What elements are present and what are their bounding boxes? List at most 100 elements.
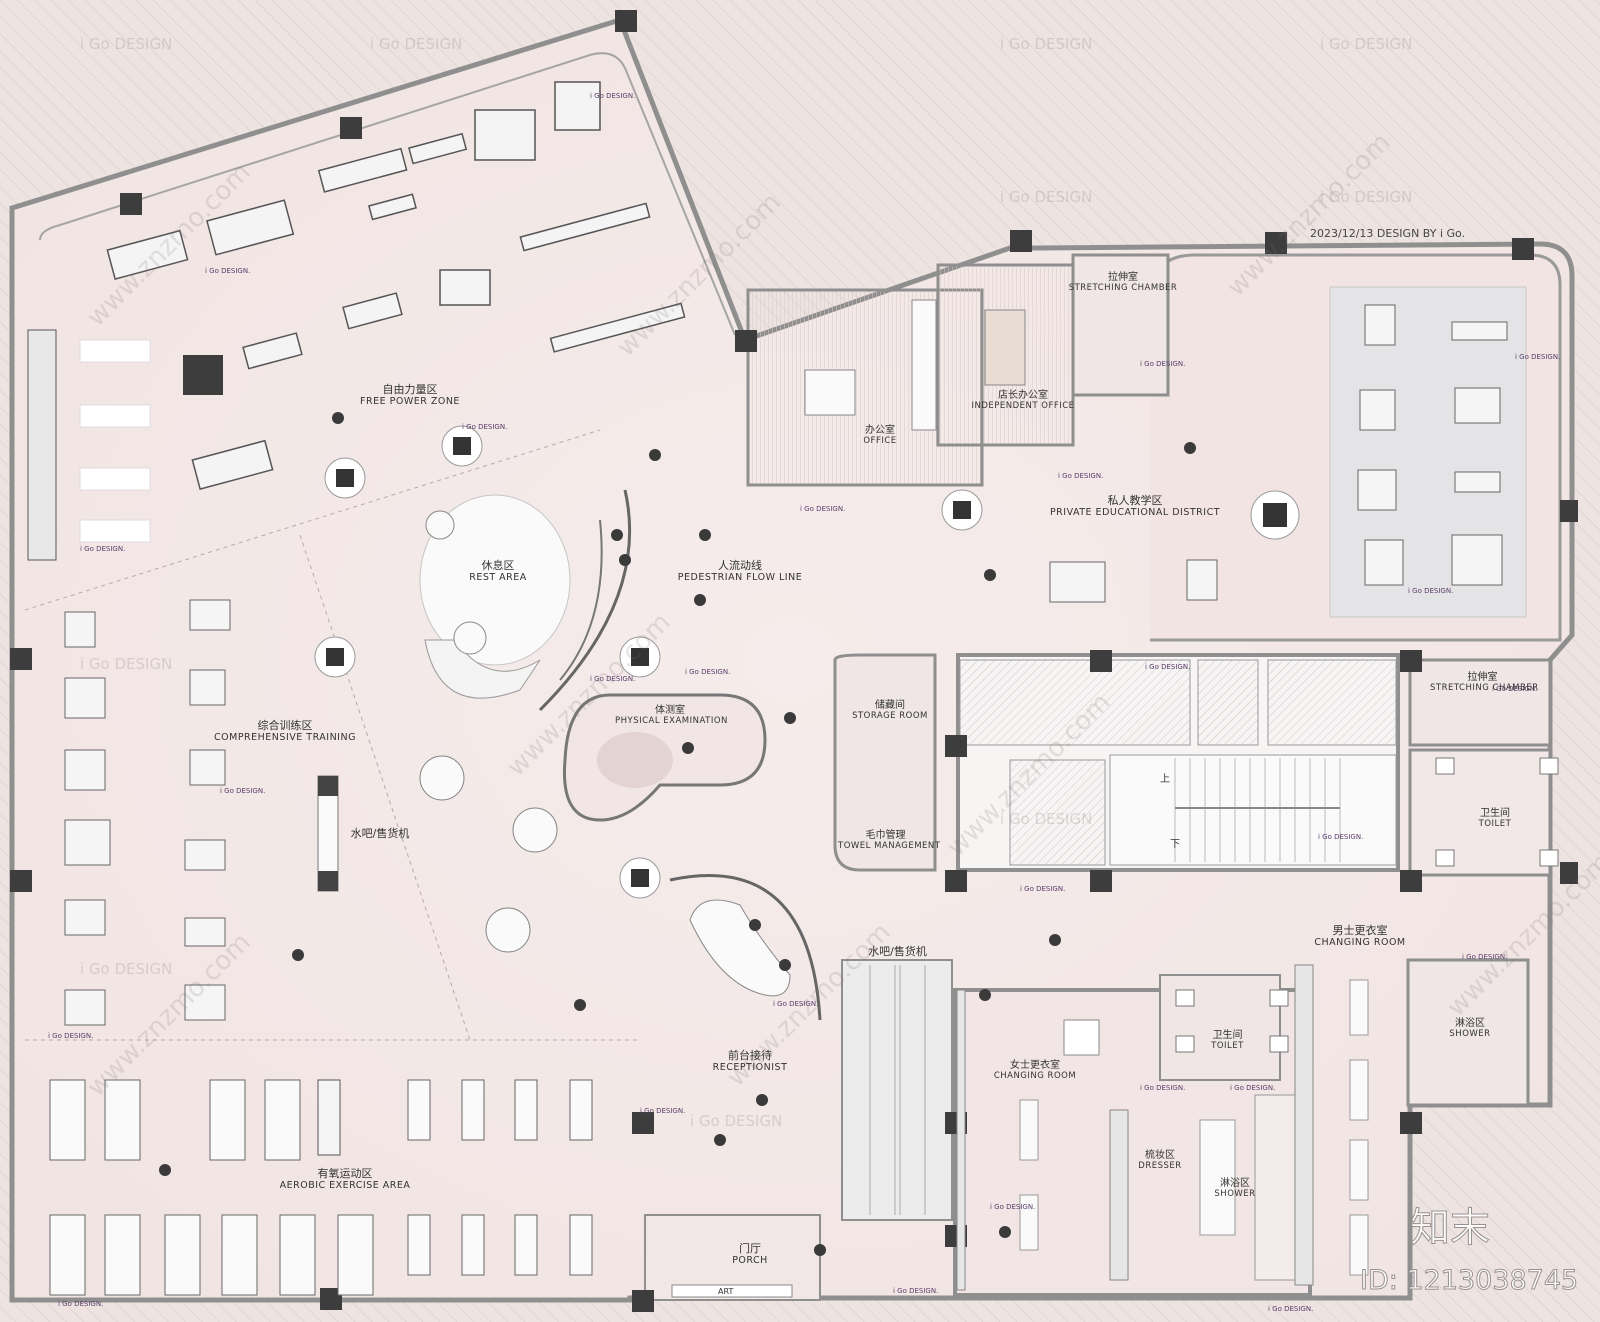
zone-dividers bbox=[24, 429, 640, 1041]
lockers bbox=[956, 964, 1314, 1291]
stair-down-label: 下 bbox=[1170, 839, 1180, 850]
hall-inner-wall bbox=[39, 52, 736, 336]
watermark: i Go DESIGN bbox=[80, 960, 173, 978]
design-tag: i Go DESIGN. bbox=[590, 92, 636, 100]
design-tag: i Go DESIGN. bbox=[773, 1000, 819, 1008]
design-tag: i Go DESIGN. bbox=[685, 668, 731, 676]
design-tag: i Go DESIGN. bbox=[1318, 833, 1364, 841]
flow-curve-wall bbox=[538, 489, 632, 712]
rest-area-sofa bbox=[424, 639, 541, 699]
wall-rack bbox=[27, 329, 57, 561]
shaft-3 bbox=[1267, 659, 1397, 746]
water-bar-left-dark-1 bbox=[318, 776, 338, 796]
round-columns bbox=[314, 425, 1300, 899]
water-bar-left-dark-2 bbox=[318, 871, 338, 891]
design-tag: i Go DESIGN. bbox=[990, 1203, 1036, 1211]
shaft-2 bbox=[1197, 659, 1259, 746]
toilet-fixtures bbox=[1175, 757, 1559, 1053]
id-text: ID: 1213038745 bbox=[1359, 1265, 1579, 1297]
stair-treads bbox=[1174, 758, 1341, 862]
rest-area-rug bbox=[419, 494, 571, 666]
design-tag: i Go DESIGN. bbox=[1145, 663, 1191, 671]
storage-shelf bbox=[1063, 1019, 1100, 1056]
private-equipment bbox=[1049, 304, 1508, 603]
free-weight-racks bbox=[106, 81, 686, 490]
structural-columns bbox=[10, 10, 1578, 1312]
shaft-1 bbox=[959, 659, 1191, 746]
design-tag: i Go DESIGN. bbox=[58, 1300, 104, 1308]
design-tag: i Go DESIGN. bbox=[1408, 587, 1454, 595]
design-tag: i Go DESIGN. bbox=[48, 1032, 94, 1040]
design-tag: i Go DESIGN. bbox=[205, 267, 251, 275]
escalator bbox=[841, 959, 953, 1221]
watermark: i Go DESIGN bbox=[1320, 35, 1413, 53]
design-tag: i Go DESIGN. bbox=[1230, 1084, 1276, 1092]
design-tag: i Go DESIGN. bbox=[1268, 1305, 1314, 1313]
flow-curve-wall-2 bbox=[559, 519, 603, 681]
watermark: i Go DESIGN bbox=[370, 35, 463, 53]
aerobic-cabinet bbox=[317, 1079, 341, 1156]
reception-desk bbox=[689, 899, 791, 997]
watermark: i Go DESIGN bbox=[690, 1112, 783, 1130]
design-tag: i Go DESIGN. bbox=[640, 1107, 686, 1115]
men-shower bbox=[1406, 958, 1530, 1107]
mats bbox=[79, 339, 151, 543]
design-tag: i Go DESIGN. bbox=[1462, 953, 1508, 961]
art-label: ART bbox=[718, 1287, 734, 1296]
watermark: i Go DESIGN bbox=[80, 35, 173, 53]
design-tag: i Go DESIGN. bbox=[1492, 685, 1538, 693]
men-toilet bbox=[1408, 748, 1552, 877]
bikes bbox=[407, 1079, 593, 1276]
watermark: i Go DESIGN bbox=[80, 655, 173, 673]
label-water-bar-left: 水吧/售货机 bbox=[350, 827, 410, 840]
office-desks bbox=[804, 299, 1026, 431]
women-shower bbox=[1254, 1094, 1301, 1281]
design-tag: i Go DESIGN. bbox=[1058, 472, 1104, 480]
dresser-counter bbox=[1199, 1119, 1236, 1236]
design-tag: i Go DESIGN. bbox=[893, 1287, 939, 1295]
design-tag: i Go DESIGN. bbox=[1140, 1084, 1186, 1092]
watermark: i Go DESIGN bbox=[1000, 810, 1093, 828]
design-tag: i Go DESIGN. bbox=[1515, 353, 1561, 361]
stretch-room-2 bbox=[1408, 658, 1552, 747]
watermark: i Go DESIGN bbox=[1000, 35, 1093, 53]
stair-up-label: 上 bbox=[1160, 774, 1170, 785]
watermark: i Go DESIGN bbox=[1320, 188, 1413, 206]
design-stamp: 2023/12/13 DESIGN BY i Go. bbox=[1310, 227, 1466, 240]
training-machines bbox=[64, 599, 231, 1026]
design-tag: i Go DESIGN. bbox=[590, 675, 636, 683]
design-tag: i Go DESIGN. bbox=[1140, 360, 1186, 368]
benches bbox=[1019, 979, 1369, 1276]
treadmills bbox=[49, 1079, 374, 1296]
art-panel bbox=[671, 1284, 793, 1298]
label-water-bar-right: 水吧/售货机 bbox=[868, 945, 927, 958]
design-tag: i Go DESIGN. bbox=[80, 545, 126, 553]
design-tag: i Go DESIGN. bbox=[220, 787, 266, 795]
stretch-room-1 bbox=[1071, 253, 1170, 397]
watermark: i Go DESIGN bbox=[1000, 188, 1093, 206]
physical-rug bbox=[597, 732, 673, 788]
reception-arc-wall bbox=[669, 874, 822, 1021]
brand-logo: 知末 bbox=[1410, 1205, 1491, 1252]
